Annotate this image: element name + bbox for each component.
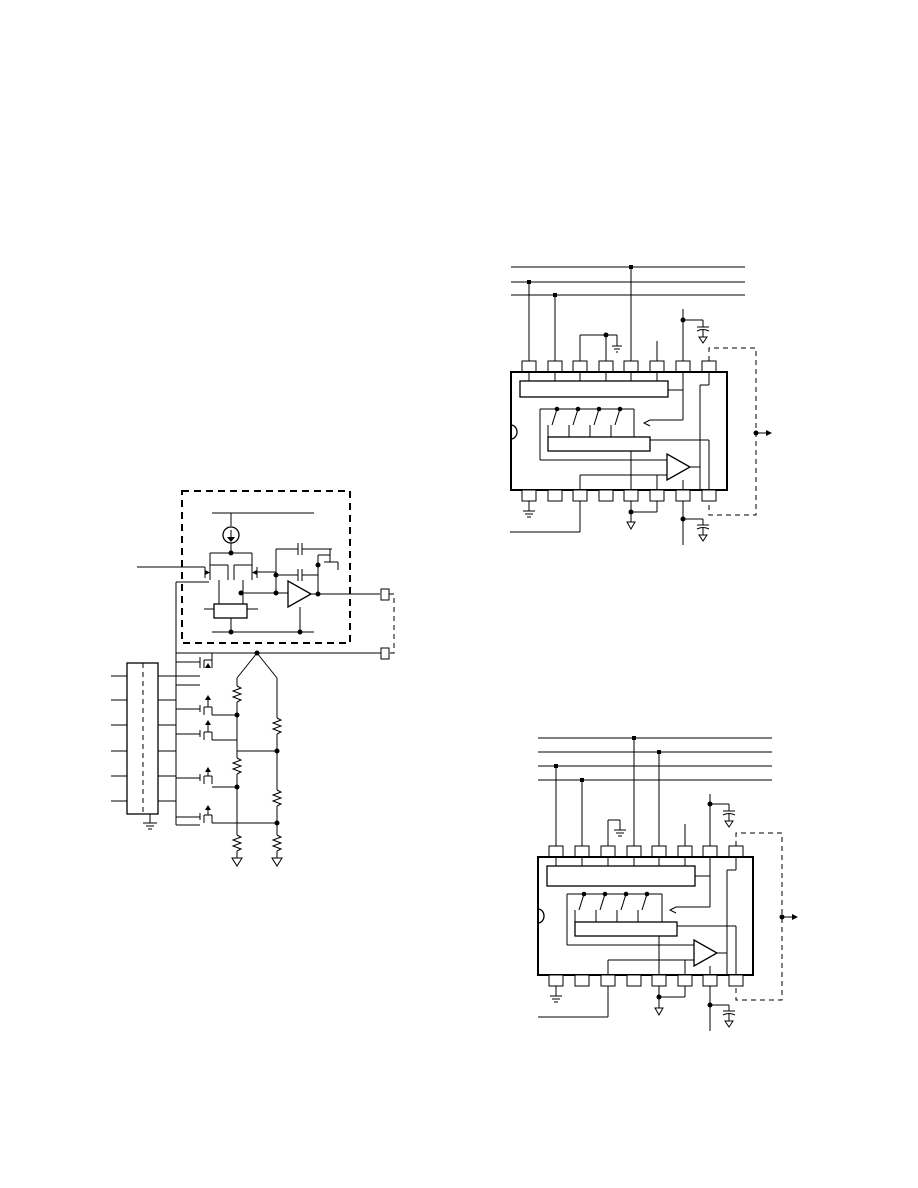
op-amp-lower <box>693 938 719 968</box>
output-pin-lower <box>380 647 390 660</box>
switch-array <box>158 653 277 826</box>
compensation-capacitors <box>275 543 339 594</box>
resistor-string-lower <box>574 921 678 937</box>
chip-16-pin-connection-diagram-upper <box>510 265 772 545</box>
resistor-string-upper <box>547 436 651 452</box>
resistor-ladder <box>231 652 283 867</box>
register-block-upper <box>519 380 669 398</box>
current-source-symbol <box>222 526 240 544</box>
chip-16-pin-connection-diagram-lower <box>537 736 798 1031</box>
chip-body-lower <box>537 856 754 976</box>
chip-body-upper <box>510 371 728 491</box>
op-amp-upper <box>666 452 692 482</box>
dashed-enclosure <box>181 490 351 644</box>
output-pin-upper <box>380 588 390 601</box>
differential-pair-transistors <box>204 564 258 580</box>
load-resistor-block <box>213 603 248 619</box>
op-amp-triangle <box>287 579 313 609</box>
circuit-reference-amplifier-with-resistor-ladder <box>111 490 395 867</box>
